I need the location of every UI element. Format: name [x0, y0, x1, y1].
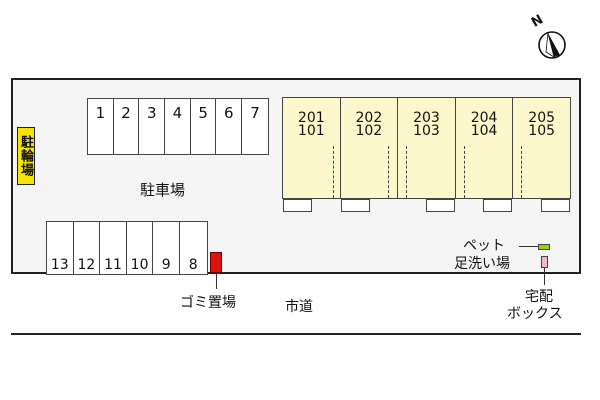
parking-stall: 13 — [47, 222, 74, 274]
pet-wash-label-line1: ペット — [463, 238, 505, 254]
entrance-path — [387, 146, 389, 198]
unit-upper: 201 — [297, 110, 325, 126]
balcony — [483, 199, 513, 212]
unit-lower: 102 — [355, 123, 383, 139]
unit-column: 203 103 — [398, 98, 456, 212]
balcony — [540, 199, 570, 212]
parking-stall: 3 — [139, 99, 166, 154]
unit-lower: 104 — [470, 123, 498, 139]
garbage-leader-line — [216, 273, 217, 289]
entrance-path — [406, 146, 408, 198]
unit-lower: 103 — [413, 123, 440, 139]
entrance-path — [463, 146, 465, 198]
parking-stall: 9 — [153, 222, 180, 274]
unit-upper: 202 — [355, 110, 383, 126]
road-edge-line — [11, 333, 581, 335]
delivery-box-label-line2: ボックス — [507, 306, 563, 322]
garbage-area-marker — [210, 252, 222, 273]
unit-column: 204 104 — [456, 98, 514, 212]
parking-stall: 2 — [114, 99, 140, 154]
unit-upper: 205 — [528, 110, 556, 126]
unit-column: 202 102 — [340, 98, 399, 212]
parking-stall: 6 — [216, 99, 243, 154]
unit-column: 205 105 — [513, 98, 570, 212]
unit-lower: 101 — [297, 123, 325, 139]
compass-icon — [538, 31, 566, 59]
parking-label: 駐車場 — [140, 181, 186, 199]
bicycle-parking: 駐輪場 — [17, 127, 35, 185]
entrance-path — [333, 146, 334, 198]
parking-stall: 11 — [100, 222, 127, 274]
unit-upper: 203 — [413, 110, 440, 126]
parking-stall: 8 — [188, 257, 198, 273]
parking-stall: 4 — [165, 99, 191, 154]
pet-wash-marker — [538, 244, 550, 250]
balcony — [340, 199, 370, 212]
garbage-area-label: ゴミ置場 — [180, 295, 236, 311]
parking-stall: 10 — [127, 222, 154, 274]
delivery-box-leader-line — [544, 268, 545, 285]
unit-upper: 204 — [470, 110, 498, 126]
north-label: N — [528, 12, 546, 31]
delivery-box-marker — [541, 256, 548, 268]
balcony — [425, 199, 455, 212]
parking-stall: 5 — [191, 99, 217, 154]
pet-wash-leader-line — [519, 246, 538, 247]
parking-stall: 7 — [250, 104, 260, 122]
road-label: 市道 — [285, 299, 313, 315]
pet-wash-label-line2: 足洗い場 — [454, 256, 510, 272]
apartment-building: 201 101 202 102 203 103 204 104 205 105 — [282, 97, 571, 212]
parking-stall: 1 — [88, 99, 114, 154]
entrance-path — [521, 146, 523, 198]
parking-stall: 12 — [74, 222, 101, 274]
parking-row-top: 1 2 3 4 5 6 7 — [87, 98, 269, 155]
unit-lower: 105 — [528, 123, 556, 139]
parking-row-bottom: 13 12 11 10 9 8 — [46, 221, 208, 275]
unit-column: 201 101 — [283, 98, 341, 212]
delivery-box-label-line1: 宅配 — [525, 289, 553, 305]
compass: N — [528, 12, 568, 64]
balcony — [283, 199, 312, 212]
